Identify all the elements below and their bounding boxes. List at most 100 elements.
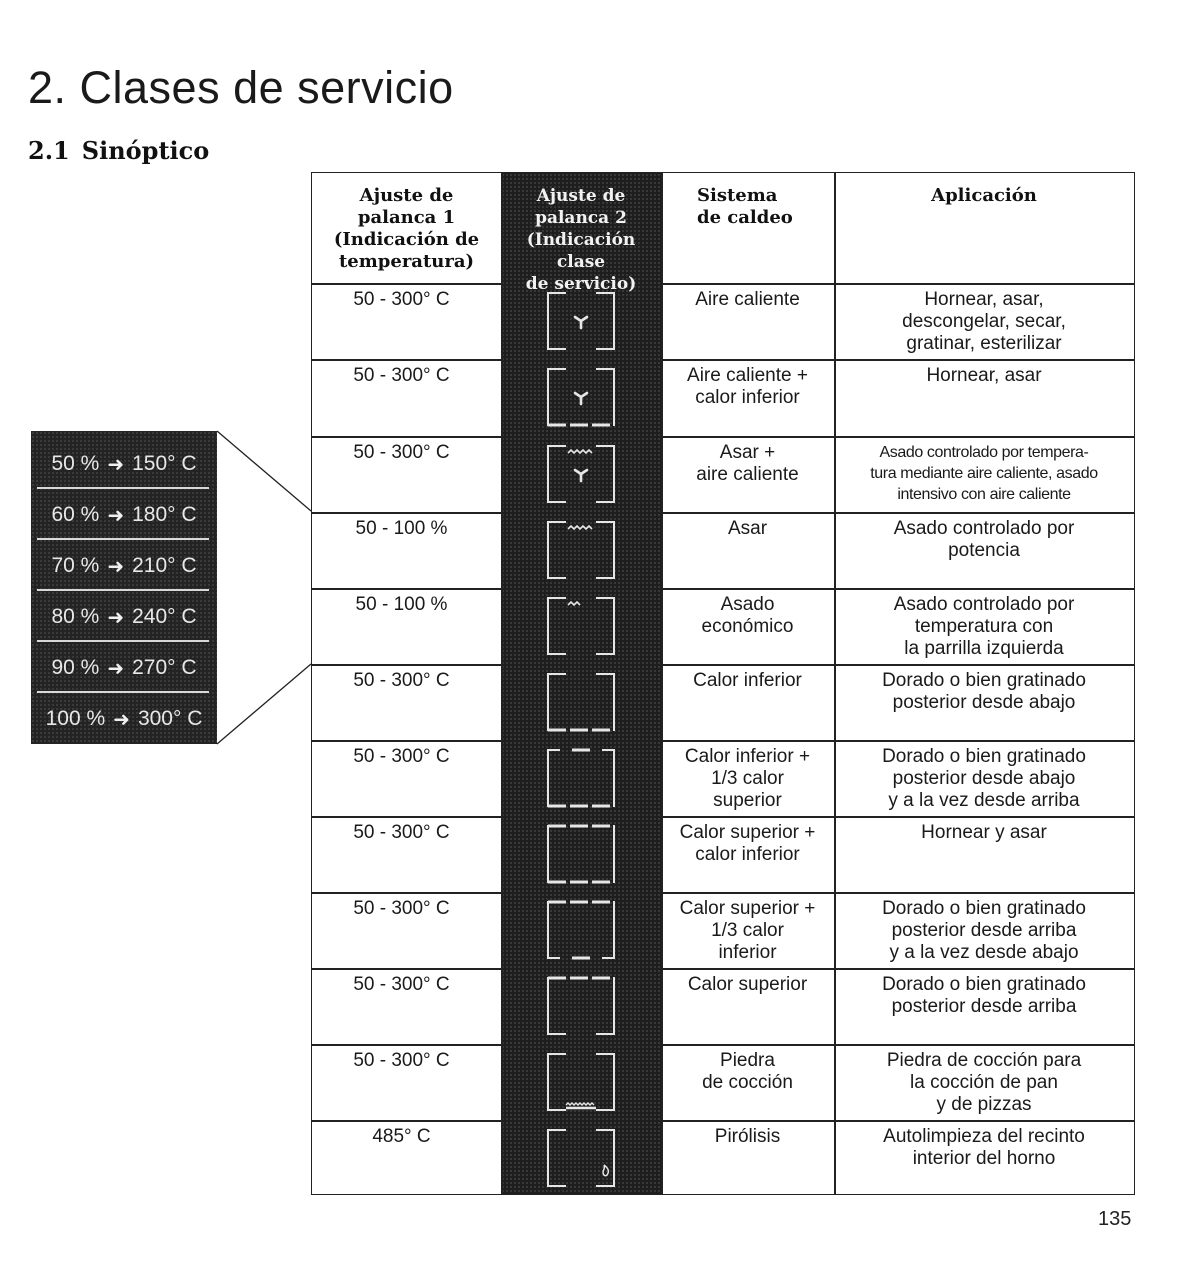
legend-item: 80 % ➜ 240° C <box>31 592 217 642</box>
row-divider <box>312 283 501 285</box>
row-divider <box>661 359 1134 361</box>
temperature-setting: 50 - 100 % <box>355 518 448 539</box>
row-divider <box>312 512 501 514</box>
heating-system: Asar <box>727 518 768 539</box>
heating-system: Calor superior + calor inferior <box>679 822 816 865</box>
legend-percent: 80 % <box>51 605 100 628</box>
column-divider <box>501 173 503 1194</box>
grill-icon <box>544 519 618 581</box>
row-divider <box>661 816 1134 818</box>
temperature-setting: 50 - 100 % <box>355 594 448 615</box>
heating-system: Calor inferior + 1/3 calor superior <box>684 746 811 811</box>
legend-divider <box>37 538 209 540</box>
application: Dorado o bien gratinado posterior desde … <box>882 670 1086 713</box>
row-divider <box>312 588 501 590</box>
row-divider <box>312 892 501 894</box>
header-lever-2: Ajuste de palanca 2 (Indicación clase de… <box>525 186 637 294</box>
column-divider <box>661 173 663 1194</box>
temperature-setting: 485° C <box>372 1126 431 1147</box>
grill-fan-icon <box>544 443 618 505</box>
eco-grill-icon <box>544 595 618 657</box>
legend-temperature: 150° C <box>132 452 197 475</box>
row-divider <box>312 1120 501 1122</box>
row-divider <box>661 436 1134 438</box>
arrow-right-icon: ➜ <box>107 453 125 476</box>
row-divider <box>312 1044 501 1046</box>
row-divider <box>312 359 501 361</box>
header-application: Aplicación <box>931 185 1037 206</box>
heating-system: Asado económico <box>701 594 794 637</box>
temperature-setting: 50 - 300° C <box>353 974 450 995</box>
section-number: 2.1 <box>28 136 70 165</box>
legend-temperature: 180° C <box>132 503 197 526</box>
legend-divider <box>37 487 209 489</box>
row-divider <box>312 740 501 742</box>
fan-icon <box>544 290 618 352</box>
application: Dorado o bien gratinado posterior desde … <box>882 974 1086 1017</box>
pyrolysis-icon <box>544 1127 618 1189</box>
application: Autolimpieza del recinto interior del ho… <box>883 1126 1085 1169</box>
row-divider <box>661 512 1134 514</box>
temperature-setting: 50 - 300° C <box>353 1050 450 1071</box>
application: Asado controlado por potencia <box>893 518 1075 561</box>
legend-divider <box>37 640 209 642</box>
header-heating-system: Sistema de caldeo <box>697 185 793 228</box>
section-name: Sinóptico <box>81 136 210 165</box>
row-divider <box>661 1044 1134 1046</box>
dark-column-background <box>501 173 661 1194</box>
application: Hornear y asar <box>921 822 1047 843</box>
legend-temperature: 210° C <box>132 554 197 577</box>
legend-percent: 60 % <box>51 503 100 526</box>
legend-divider <box>37 589 209 591</box>
baking-stone-icon <box>544 1051 618 1113</box>
row-divider <box>312 664 501 666</box>
heating-system: Calor inferior <box>693 670 802 691</box>
page-number: 135 <box>1098 1208 1132 1230</box>
arrow-right-icon: ➜ <box>107 555 125 578</box>
application: Asado controlado por temperatura con la … <box>893 594 1075 659</box>
temperature-setting: 50 - 300° C <box>353 746 450 767</box>
arrow-right-icon: ➜ <box>107 504 125 527</box>
application: Hornear, asar <box>926 365 1042 386</box>
temperature-setting: 50 - 300° C <box>353 442 450 463</box>
legend-temperature: 240° C <box>132 605 197 628</box>
legend-divider <box>37 691 209 693</box>
legend-temperature: 270° C <box>132 656 197 679</box>
heating-system: Asar + aire caliente <box>696 442 799 485</box>
temperature-setting: 50 - 300° C <box>353 670 450 691</box>
arrow-right-icon: ➜ <box>107 657 125 680</box>
page-title: 2. Clases de servicio <box>28 62 454 113</box>
row-divider <box>661 588 1134 590</box>
legend-item: 70 %➜210° C <box>31 541 217 591</box>
row-divider <box>661 664 1134 666</box>
application: Hornear, asar, descongelar, secar, grati… <box>902 289 1066 354</box>
legend-percent: 100 % <box>45 707 106 730</box>
row-divider <box>312 816 501 818</box>
top-heat-icon <box>544 975 618 1037</box>
heating-system: Aire caliente <box>695 289 800 310</box>
arrow-right-icon: ➜ <box>107 606 125 629</box>
service-classes-table: Ajuste de palanca 1 (Indicación de tempe… <box>311 172 1135 1195</box>
top-third-bottom-icon <box>544 899 618 961</box>
fan-bottom-heat-icon <box>544 366 618 428</box>
legend-temperature: 300° C <box>137 707 203 730</box>
row-divider <box>312 968 501 970</box>
legend-percent: 50 % <box>51 452 100 475</box>
section-title: 2.1 Sinóptico <box>28 136 209 165</box>
temperature-setting: 50 - 300° C <box>353 365 450 386</box>
bottom-third-top-icon <box>544 747 618 809</box>
application: Dorado o bien gratinado posterior desde … <box>882 746 1086 811</box>
heating-system: Calor superior + 1/3 calor inferior <box>679 898 816 963</box>
heating-system: Piedra de cocción <box>702 1050 793 1093</box>
application: Piedra de cocción para la cocción de pan… <box>886 1050 1082 1115</box>
application: Asado controlado por tempera- tura media… <box>870 444 1098 503</box>
row-divider <box>661 968 1134 970</box>
heating-system: Pirólisis <box>714 1126 781 1147</box>
heating-system: Calor superior <box>687 974 808 995</box>
temperature-setting: 50 - 300° C <box>353 898 450 919</box>
legend-item: 90 %➜270° C <box>31 643 217 693</box>
column-divider <box>834 173 836 1194</box>
row-divider <box>312 436 501 438</box>
heating-system: Aire caliente + calor inferior <box>687 365 808 408</box>
